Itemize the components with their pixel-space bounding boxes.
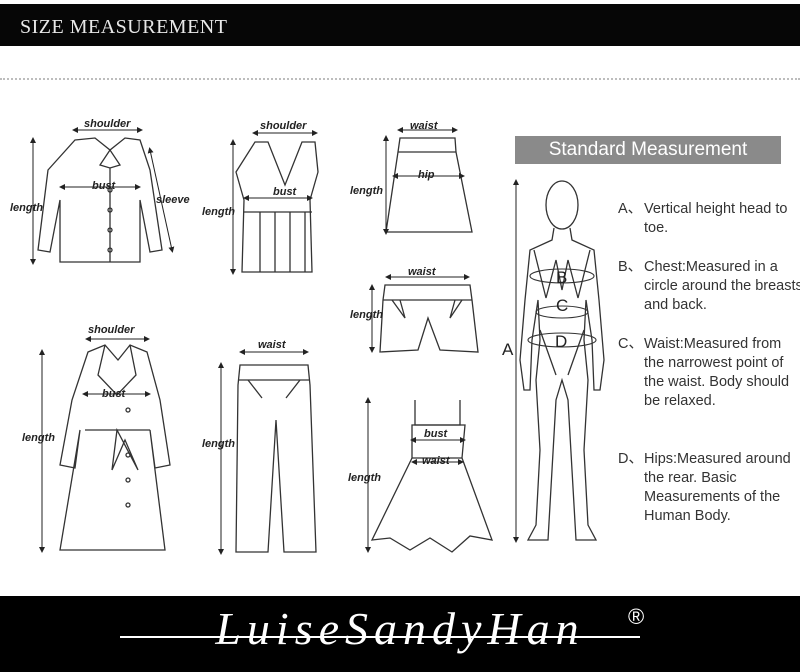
coat-illustration (59, 344, 171, 551)
measurement-key: A、 (618, 201, 643, 217)
skirt-hip-label: hip (418, 169, 435, 181)
shirt-sleeve-label: sleeve (156, 194, 190, 206)
skirt-illustration (385, 137, 473, 233)
measurement-text: Waist:Measured from the narrowest point … (644, 336, 790, 409)
brand-underline (120, 636, 640, 638)
body-label-c: C (556, 296, 569, 315)
measurement-text: Hips:Measured around the rear. Basic Mea… (644, 451, 791, 524)
shirt-bust-label: bust (92, 180, 116, 192)
measurement-key: C、 (618, 336, 643, 352)
coat-length-label: length (22, 432, 55, 444)
coat-shoulder-label: shoulder (88, 324, 135, 336)
brand-logo: LuiseSandyHan (215, 603, 585, 654)
dress-illustration (370, 400, 494, 553)
header-bar: SIZE MEASUREMENT (0, 4, 800, 46)
standard-measurement-title: Standard Measurement (515, 136, 781, 164)
tank-length-label: length (202, 206, 235, 218)
pants-illustration (235, 364, 317, 553)
skirt-length-label: length (350, 185, 383, 197)
tank-shoulder-label: shoulder (260, 120, 307, 132)
body-figure (519, 180, 605, 541)
garment-diagrams (30, 127, 605, 555)
tank-bust-label: bust (273, 186, 297, 198)
measurement-key: D、 (618, 451, 643, 467)
body-label-d: D (555, 332, 568, 351)
dotted-divider (0, 78, 800, 80)
skirt-waist-label: waist (410, 120, 438, 132)
shirt-shoulder-label: shoulder (84, 118, 131, 130)
registered-mark: ® (628, 604, 645, 629)
dress-length-label: length (348, 472, 381, 484)
coat-bust-label: bust (102, 388, 126, 400)
shirt-illustration (37, 137, 163, 263)
dress-waist-label: waist (422, 455, 450, 467)
footer-bar: LuiseSandyHan ® (0, 596, 800, 672)
shorts-waist-label: waist (408, 266, 436, 278)
page-title: SIZE MEASUREMENT (20, 16, 228, 38)
shirt-length-label: length (10, 202, 43, 214)
body-label-b: B (556, 268, 568, 287)
shorts-length-label: length (350, 309, 383, 321)
shorts-illustration (379, 284, 479, 353)
measurement-text: Chest:Measured in a circle around the br… (644, 259, 800, 313)
tank-illustration (235, 141, 319, 273)
dress-bust-label: bust (424, 428, 448, 440)
body-label-a: A (502, 340, 514, 359)
pants-waist-label: waist (258, 339, 286, 351)
measurement-text: Vertical height head to toe. (644, 201, 788, 236)
pants-length-label: length (202, 438, 235, 450)
measurement-key: B、 (618, 259, 643, 275)
